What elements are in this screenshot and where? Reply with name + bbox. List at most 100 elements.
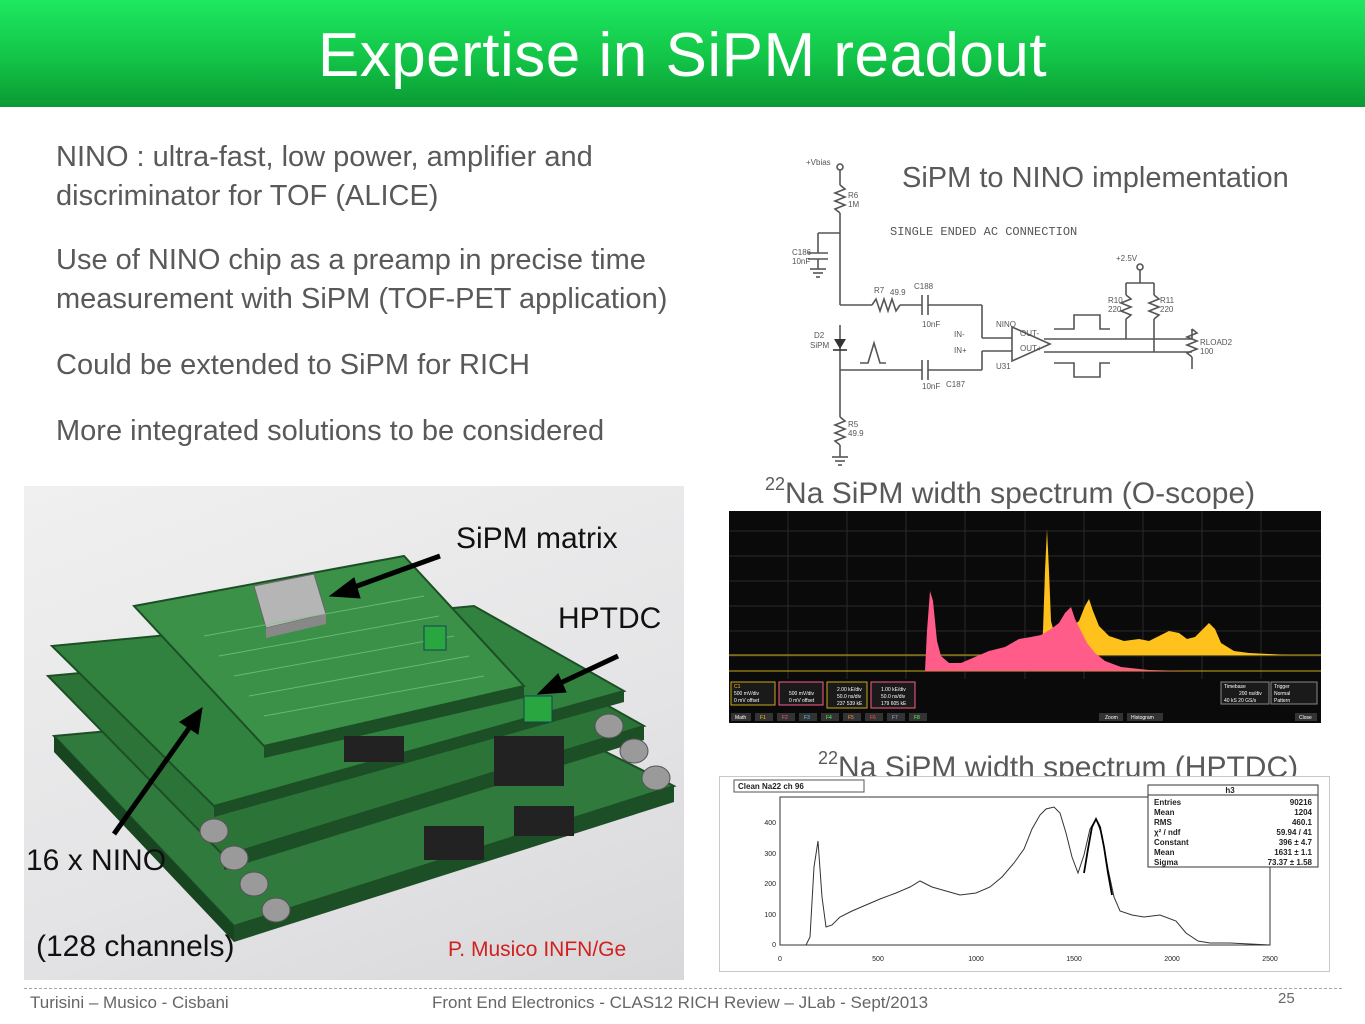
stat-key: RMS (1154, 818, 1172, 827)
f1-time: 50.0 ns/div (837, 694, 862, 700)
label-nino: 16 x NINO (26, 844, 167, 877)
stat-value: 1204 (1294, 808, 1312, 817)
footer-event: Front End Electronics - CLAS12 RICH Revi… (432, 993, 929, 1012)
f2-count: 179 605 kE (881, 701, 907, 707)
bullet-text: Use of NINO chip as a preamp in precise … (56, 244, 646, 276)
scope-menu-f8[interactable]: F8 (914, 715, 920, 721)
d2-label: D2 (814, 331, 825, 340)
rload-value: 100 (1200, 347, 1214, 356)
scope-histogram-button[interactable]: Histogram (1131, 715, 1154, 721)
gaussian-fit (1083, 816, 1113, 896)
bullet-text: measurement with SiPM (TOF-PET applicati… (56, 283, 668, 315)
hptdc-heading-isotope: 22 (818, 748, 839, 768)
f1-scale: 2.00 kE/div (837, 687, 862, 693)
ch1-label: C1 (734, 684, 741, 690)
scope-pink-spectrum (925, 591, 1189, 671)
hptdc-histogram: Clean Na22 ch 96 0 100 200 300 400 0 500… (719, 776, 1330, 972)
schematic-heading: SiPM to NINO implementation (902, 162, 1289, 194)
f1-count: 237 539 kE (837, 701, 863, 707)
scope-menu-f5[interactable]: F5 (848, 715, 854, 721)
stat-key: Sigma (1154, 858, 1179, 867)
y-tick-400: 400 (764, 820, 776, 827)
r11-label: R11 (1160, 296, 1175, 305)
c188-value: 10nF (922, 320, 940, 329)
ch1-offset: 0 mV offset (734, 698, 760, 704)
bullet-text: discriminator for TOF (ALICE) (56, 180, 439, 212)
scope-menu-f1[interactable]: F1 (760, 715, 766, 721)
in-plus-label: IN+ (954, 346, 967, 355)
y-tick-100: 100 (764, 912, 776, 919)
stat-key: Mean (1154, 848, 1175, 857)
title-bar: Expertise in SiPM readout (0, 0, 1365, 107)
stat-value: 1631 ± 1.1 (1274, 848, 1312, 857)
scope-close-button[interactable]: Close (1299, 715, 1312, 721)
x-tick-1000: 1000 (968, 956, 984, 963)
stat-key: Entries (1154, 798, 1182, 807)
x-tick-2500: 2500 (1262, 956, 1278, 963)
v25-label: +2.5V (1116, 254, 1138, 263)
out-minus-label: OUT- (1020, 329, 1039, 338)
x-tick-2000: 2000 (1164, 956, 1180, 963)
sipm-nino-schematic: +Vbias R6 1M C186 10nF R7 49.9 C188 10nF… (792, 158, 1233, 466)
r5-value: 49.9 (848, 429, 864, 438)
stat-value: 460.1 (1292, 818, 1313, 827)
y-tick-200: 200 (764, 881, 776, 888)
out-plus-label: OUT+ (1020, 344, 1042, 353)
y-tick-300: 300 (764, 851, 776, 858)
scope-heading: 22Na SiPM width spectrum (O-scope) (765, 474, 1256, 511)
scope-menu-f3[interactable]: F3 (804, 715, 810, 721)
footer-divider (24, 988, 1342, 989)
sipm-diode-label: SiPM (810, 341, 829, 350)
stat-key: Constant (1154, 838, 1189, 847)
r5-label: R5 (848, 420, 859, 429)
scope-menu-f6[interactable]: F6 (870, 715, 876, 721)
y-tick-0: 0 (772, 942, 776, 949)
scope-plot: C1 500 mV/div 0 mV offset 500 mV/div 0 m… (729, 511, 1321, 721)
photo-credit: P. Musico INFN/Ge (448, 938, 627, 961)
label-channels: (128 channels) (36, 930, 235, 963)
trigger-label: Trigger (1274, 684, 1290, 690)
scope-menu-f4[interactable]: F4 (826, 715, 832, 721)
timebase-scale: 200 ns/div (1239, 691, 1262, 697)
stat-key: Mean (1154, 808, 1175, 817)
x-tick-500: 500 (872, 956, 884, 963)
scope-heading-isotope: 22 (765, 474, 786, 494)
rload-label: RLOAD2 (1200, 338, 1233, 347)
scope-heading-text: Na SiPM width spectrum (O-scope) (785, 477, 1256, 510)
c186-label: C186 (792, 248, 812, 257)
hist-frame-title: Clean Na22 ch 96 (738, 782, 804, 791)
nino-label: NINO (996, 320, 1016, 329)
u31-label: U31 (996, 362, 1011, 371)
c188-label: C188 (914, 282, 934, 291)
scope-menu-math[interactable]: Math (735, 715, 746, 721)
f2-time: 50.0 ns/div (881, 694, 906, 700)
ch1-scale: 500 mV/div (734, 691, 760, 697)
x-tick-1500: 1500 (1066, 956, 1082, 963)
bullet-text: Could be extended to SiPM for RICH (56, 349, 530, 381)
scope-menu-f7[interactable]: F7 (892, 715, 898, 721)
ch2-scale: 500 mV/div (789, 691, 815, 697)
pcb-stack-illustration (45, 553, 677, 942)
slide-title: Expertise in SiPM readout (317, 21, 1048, 90)
hist-spectrum (780, 806, 1271, 946)
f2-scale: 1.00 kE/div (881, 687, 906, 693)
in-minus-label: IN- (954, 330, 965, 339)
footer-authors: Turisini – Musico - Cisbani (30, 993, 229, 1012)
timebase-label: Timebase (1224, 684, 1246, 690)
timebase-sampling: 40 kS 20 GS/s (1224, 698, 1257, 704)
c186-value: 10nF (792, 257, 810, 266)
ch2-offset: 0 mV offset (789, 698, 815, 704)
stat-value: 73.37 ± 1.58 (1268, 858, 1313, 867)
c187-value: 10nF (922, 382, 940, 391)
stat-value: 396 ± 4.7 (1279, 838, 1313, 847)
scope-zoom-button[interactable]: Zoom (1105, 715, 1118, 721)
scope-menu-f2[interactable]: F2 (782, 715, 788, 721)
stat-value: 90216 (1290, 798, 1313, 807)
r6-value: 1M (848, 200, 859, 209)
hptdc-histogram-plot: Clean Na22 ch 96 0 100 200 300 400 0 500… (733, 779, 1319, 963)
r7-label: R7 (874, 286, 885, 295)
r10-label: R10 (1108, 296, 1123, 305)
c187-label: C187 (946, 380, 966, 389)
trigger-type: Pattern (1274, 698, 1290, 704)
stat-key: χ² / ndf (1154, 828, 1181, 837)
